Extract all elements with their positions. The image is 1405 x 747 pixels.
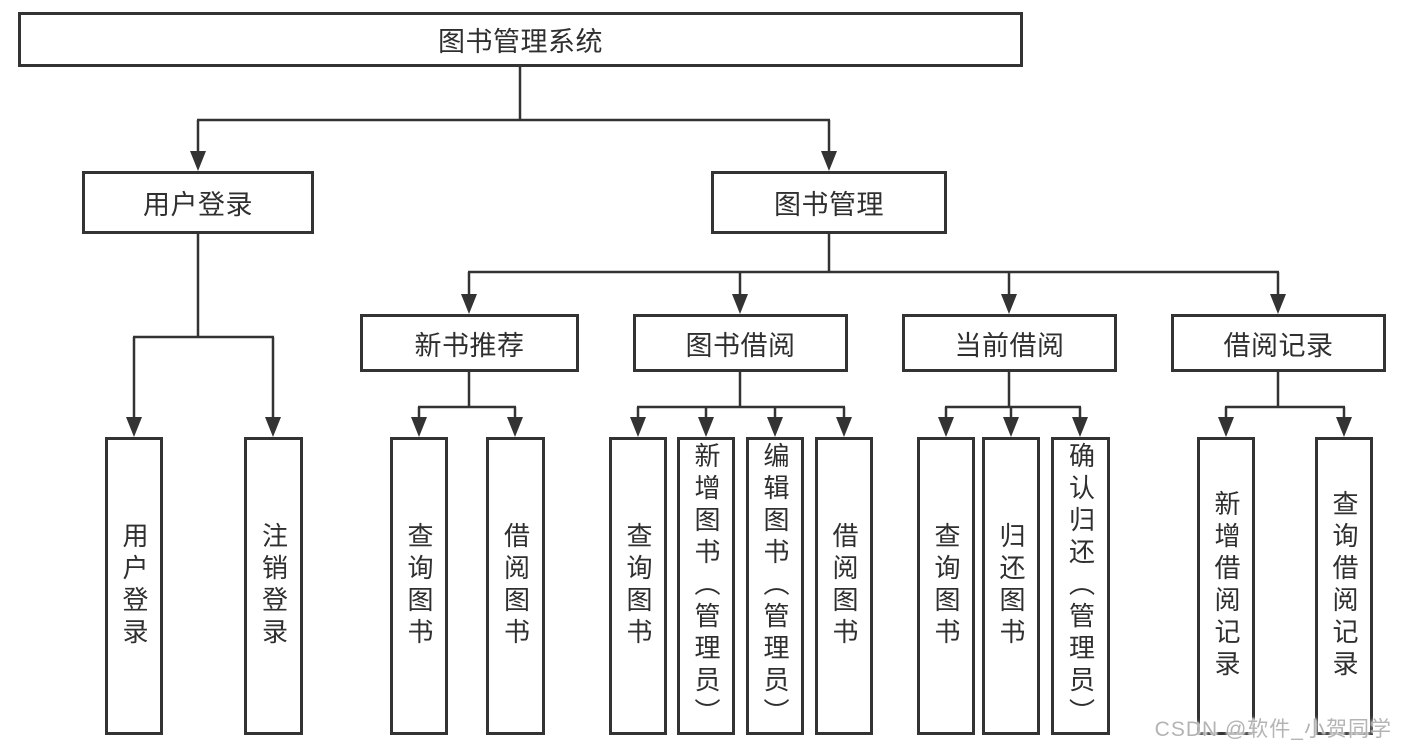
node-label: 确认归还（管理员） xyxy=(1065,442,1096,730)
node-label: 借阅记录 xyxy=(1223,330,1334,361)
node-user-login: 用户登录 xyxy=(82,171,314,234)
leaf-return-book: 归还图书 xyxy=(982,437,1040,735)
node-label: 查询图书 xyxy=(623,522,653,650)
leaf-add-borrow-record: 新增借阅记录 xyxy=(1197,437,1255,735)
leaf-query-borrow-record: 查询借阅记录 xyxy=(1315,437,1373,735)
leaf-confirm-return-admin: 确认归还（管理员） xyxy=(1051,437,1110,735)
leaf-add-book-admin: 新增图书（管理员） xyxy=(677,437,735,735)
node-label: 图书管理 xyxy=(774,190,884,220)
node-book-management: 图书管理 xyxy=(711,171,947,234)
node-new-book-recommend: 新书推荐 xyxy=(360,314,579,372)
node-borrowing-records: 借阅记录 xyxy=(1171,314,1386,372)
node-label: 查询图书 xyxy=(931,522,961,650)
watermark: CSDN @软件_小贺同学 xyxy=(1154,718,1392,741)
node-label: 借阅图书 xyxy=(829,522,859,650)
node-label: 查询图书 xyxy=(404,522,434,650)
node-label: 新增借阅记录 xyxy=(1211,490,1241,682)
node-label: 新增图书（管理员） xyxy=(691,442,721,730)
leaf-query-books-recommend: 查询图书 xyxy=(390,437,448,735)
node-book-borrowing: 图书借阅 xyxy=(633,314,848,372)
node-label: 借阅图书 xyxy=(500,522,531,650)
node-label: 注销登录 xyxy=(258,522,289,650)
node-library-management-system: 图书管理系统 xyxy=(18,12,1023,67)
node-label: 归还图书 xyxy=(996,522,1026,650)
node-label: 编辑图书（管理员） xyxy=(760,442,790,730)
leaf-borrow-books: 借阅图书 xyxy=(815,437,873,735)
leaf-borrow-books-recommend: 借阅图书 xyxy=(486,437,545,735)
leaf-user-login: 用户登录 xyxy=(105,437,163,735)
leaf-logout-login: 注销登录 xyxy=(244,437,303,735)
node-label: 当前借阅 xyxy=(954,330,1065,361)
node-current-borrowing: 当前借阅 xyxy=(902,314,1117,372)
leaf-edit-book-admin: 编辑图书（管理员） xyxy=(746,437,804,735)
node-label: 图书借阅 xyxy=(685,330,796,361)
node-label: 图书管理系统 xyxy=(438,27,603,57)
node-label: 查询借阅记录 xyxy=(1329,490,1359,682)
connector-lines xyxy=(132,67,1346,419)
leaf-query-books-borrowing: 查询图书 xyxy=(609,437,667,735)
node-label: 用户登录 xyxy=(143,190,253,220)
leaf-query-books-current: 查询图书 xyxy=(917,437,975,735)
node-label: 新书推荐 xyxy=(414,330,525,361)
node-label: 用户登录 xyxy=(119,522,149,650)
arrowhead-icons xyxy=(126,151,1352,437)
